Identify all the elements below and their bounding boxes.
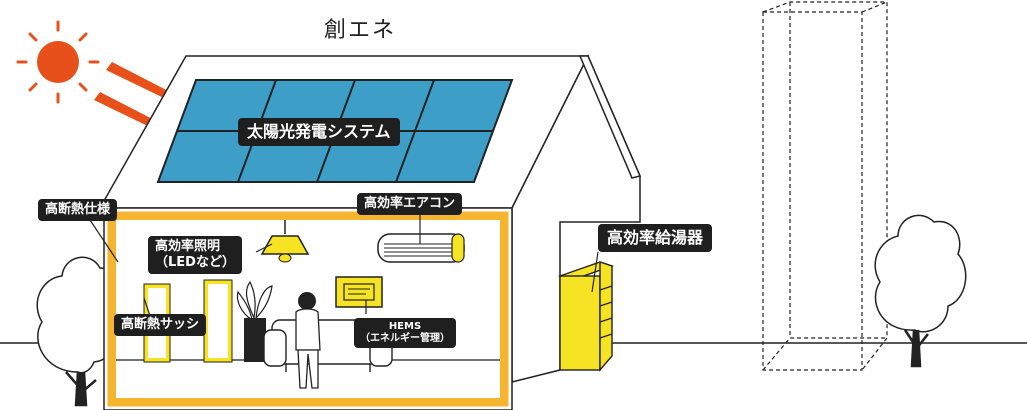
building-outline-icon: [762, 1, 888, 371]
label-hems-line1: HEMS: [388, 321, 422, 332]
label-efficient-lighting-line2: （LEDなど）: [155, 255, 235, 270]
label-efficient-lighting: 高効率照明 （LEDなど）: [148, 236, 242, 274]
label-efficient-water-heater: 高効率給湯器: [598, 224, 713, 252]
diagram-title: 創エネ: [323, 18, 396, 43]
label-insulated-sash: 高断熱サッシ: [114, 314, 207, 336]
person-icon: [295, 292, 321, 389]
leader-lines: [85, 212, 599, 317]
label-hems-line2: （エネルギー管理）: [360, 333, 450, 344]
water-heater-icon: [557, 261, 615, 372]
label-high-insulation: 高断熱仕様: [38, 199, 118, 221]
tree-icon: [36, 256, 123, 407]
plant-icon: [236, 280, 273, 362]
hems-monitor-icon: [335, 276, 383, 308]
lamp-icon: [260, 220, 310, 263]
tree-icon: [874, 214, 967, 368]
label-hems: HEMS （エネルギー管理）: [354, 318, 456, 348]
aircon-icon: [377, 233, 465, 263]
label-solar-power-system: 太陽光発電システム: [238, 118, 400, 146]
label-efficient-aircon: 高効率エアコン: [357, 193, 463, 215]
label-efficient-lighting-line1: 高効率照明: [155, 239, 221, 254]
sun-icon: [16, 20, 100, 104]
